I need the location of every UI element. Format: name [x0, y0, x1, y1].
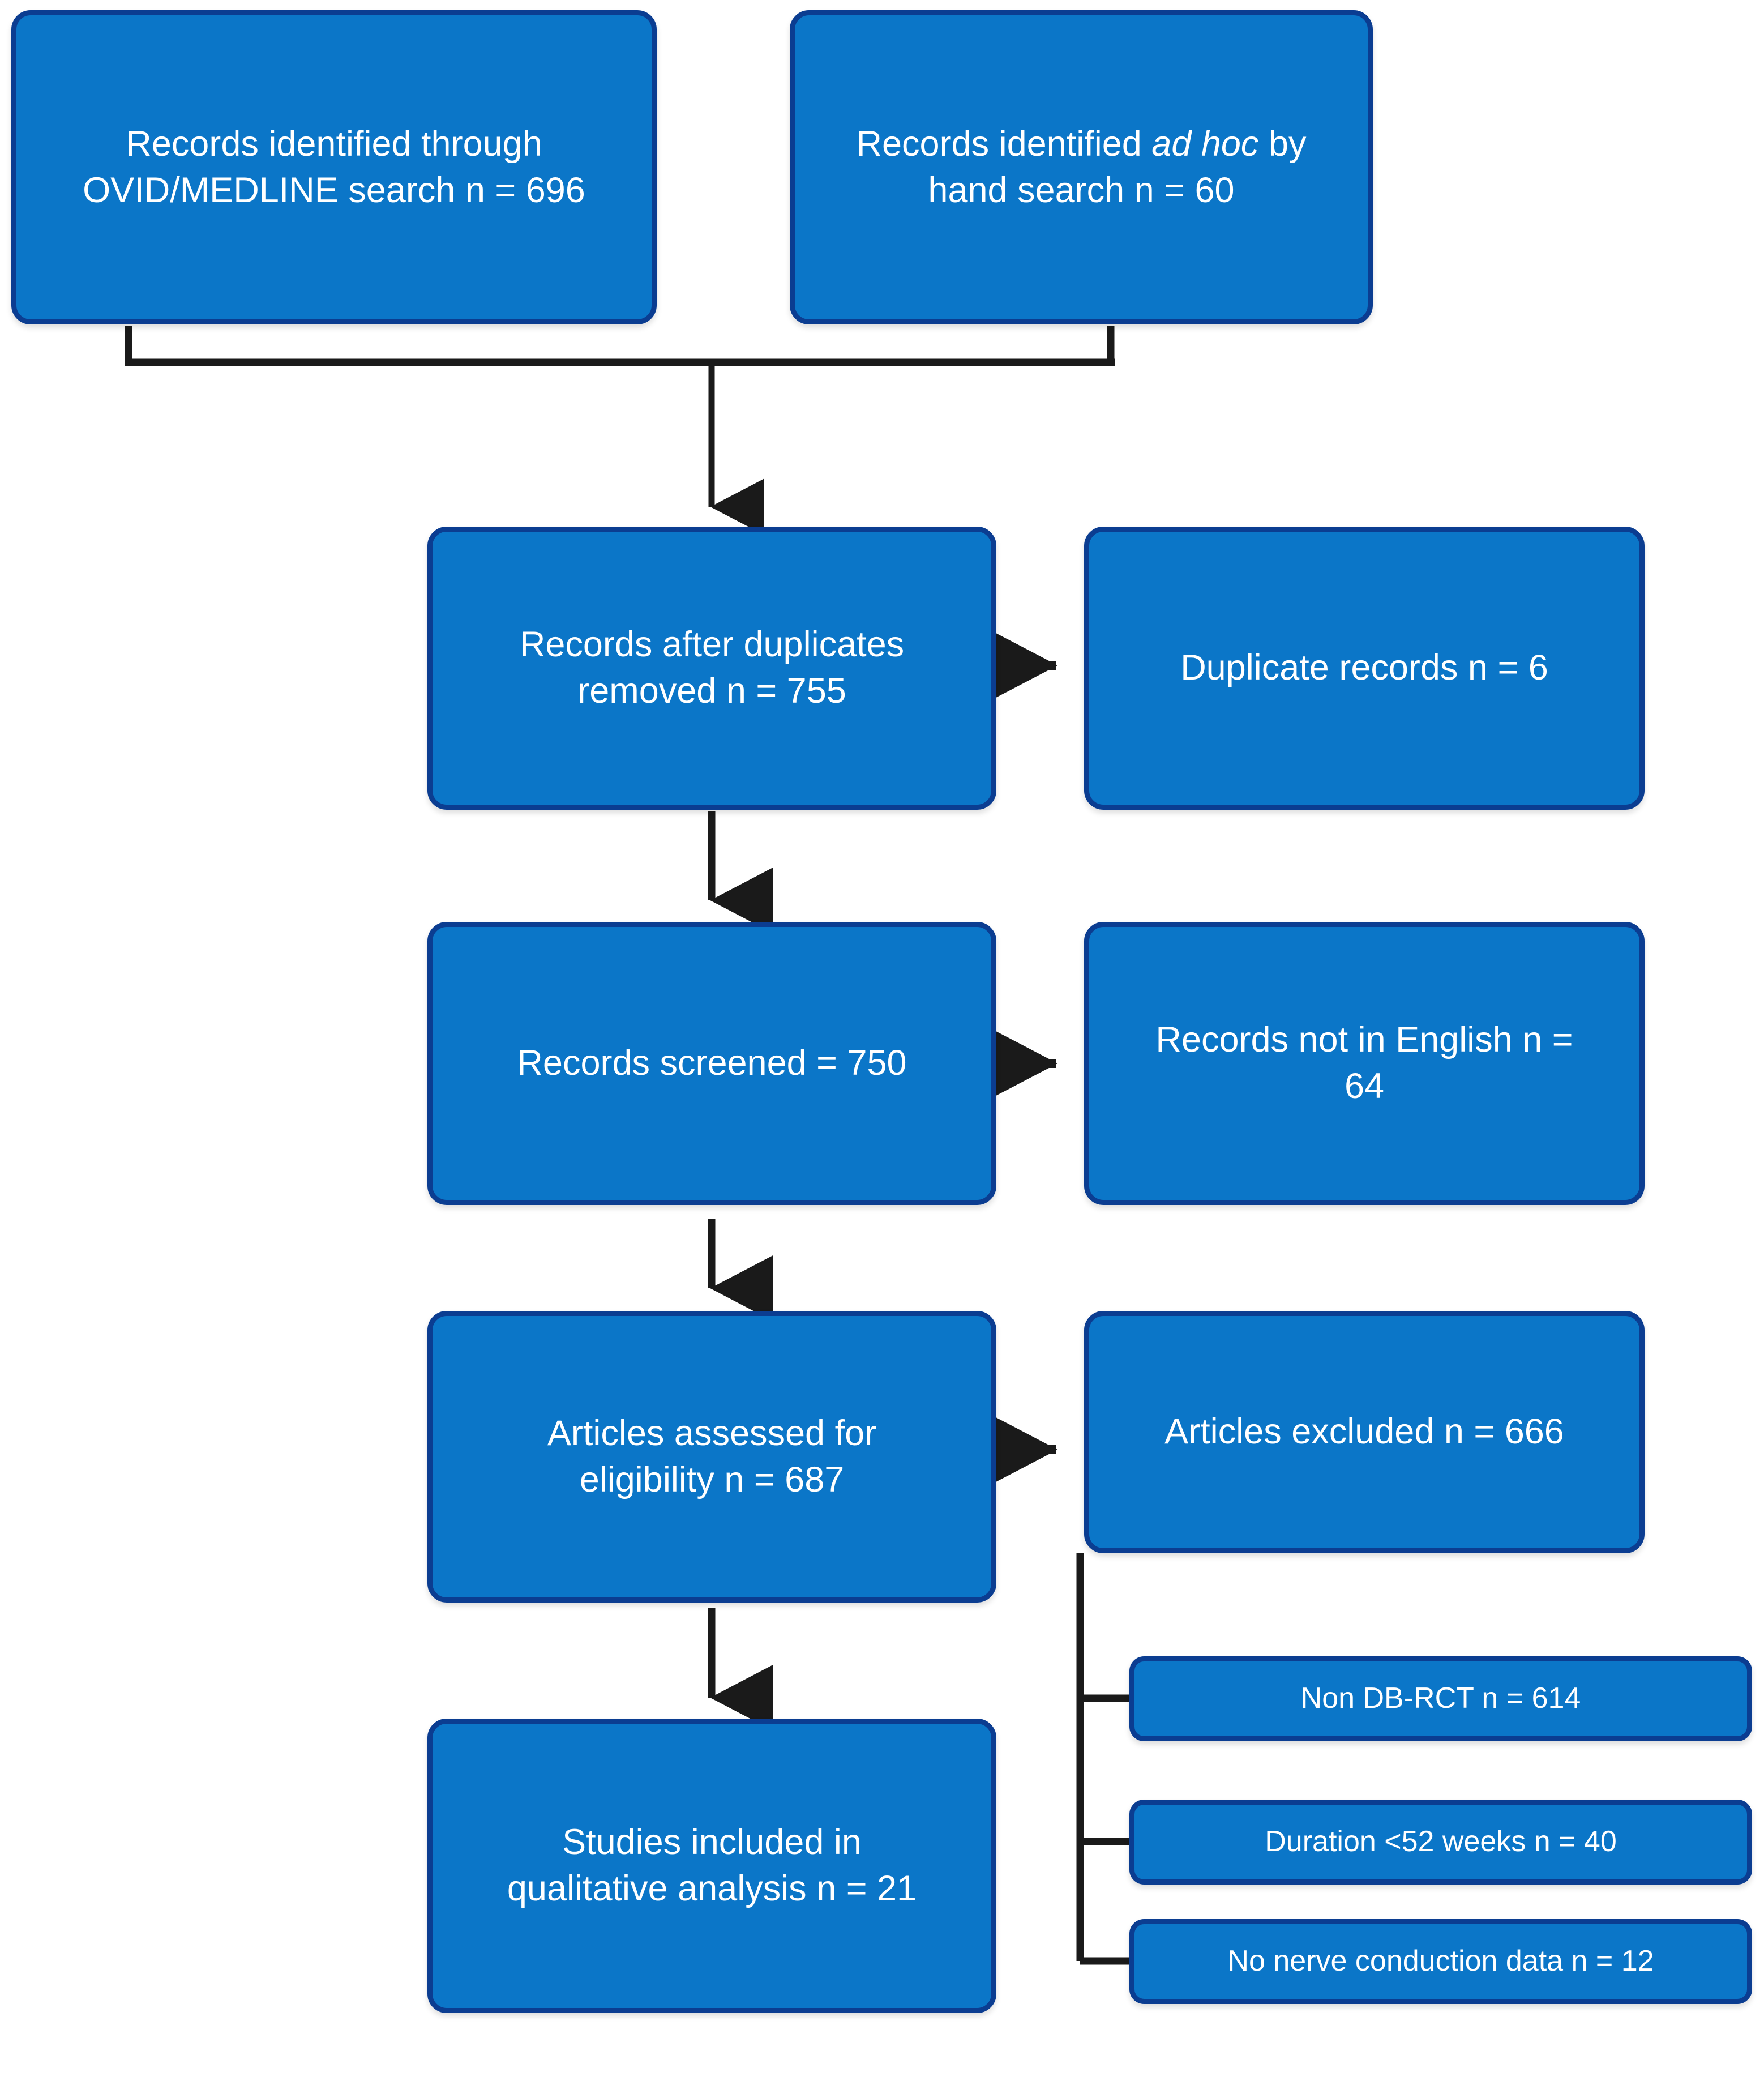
- node-records-not-in-english[interactable]: Records not in English n = 64: [1084, 922, 1645, 1205]
- node-records-after-duplicates-removed[interactable]: Records after duplicates removed n = 755: [427, 527, 996, 810]
- node-exclusion-non-db-rct-label: Non DB-RCT n = 614: [1300, 1682, 1581, 1715]
- ad-hoc-italic: ad hoc: [1151, 123, 1259, 164]
- node-records-identified-ovid[interactable]: Records identified through OVID/MEDLINE …: [11, 10, 657, 324]
- node-duplicate-records-label: Duplicate records n = 6: [1180, 648, 1548, 688]
- node-records-screened-label: Records screened = 750: [517, 1043, 907, 1083]
- node-records-identified-hand-search[interactable]: Records identified ad hoc by hand search…: [790, 10, 1373, 324]
- node-records-not-in-english-label: Records not in English n = 64: [1155, 1020, 1573, 1106]
- node-records-after-duplicates-removed-label: Records after duplicates removed n = 755: [519, 625, 905, 711]
- node-exclusion-duration[interactable]: Duration <52 weeks n = 40: [1129, 1800, 1752, 1885]
- node-studies-included-label: Studies included in qualitative analysis…: [507, 1822, 917, 1908]
- node-studies-included[interactable]: Studies included in qualitative analysis…: [427, 1719, 996, 2013]
- node-articles-excluded[interactable]: Articles excluded n = 666: [1084, 1311, 1645, 1553]
- node-exclusion-no-nerve-conduction[interactable]: No nerve conduction data n = 12: [1129, 1919, 1752, 2004]
- node-exclusion-no-nerve-conduction-label: No nerve conduction data n = 12: [1227, 1945, 1654, 1978]
- node-articles-excluded-label: Articles excluded n = 666: [1164, 1412, 1564, 1452]
- node-exclusion-non-db-rct[interactable]: Non DB-RCT n = 614: [1129, 1656, 1752, 1741]
- node-exclusion-duration-label: Duration <52 weeks n = 40: [1265, 1825, 1617, 1858]
- node-articles-assessed-for-eligibility[interactable]: Articles assessed for eligibility n = 68…: [427, 1311, 996, 1603]
- node-records-identified-ovid-label: Records identified through OVID/MEDLINE …: [83, 123, 585, 210]
- node-duplicate-records[interactable]: Duplicate records n = 6: [1084, 527, 1645, 810]
- node-records-identified-hand-search-label: Records identified ad hoc by hand search…: [856, 123, 1307, 210]
- node-articles-assessed-for-eligibility-label: Articles assessed for eligibility n = 68…: [547, 1413, 877, 1499]
- node-records-screened[interactable]: Records screened = 750: [427, 922, 996, 1205]
